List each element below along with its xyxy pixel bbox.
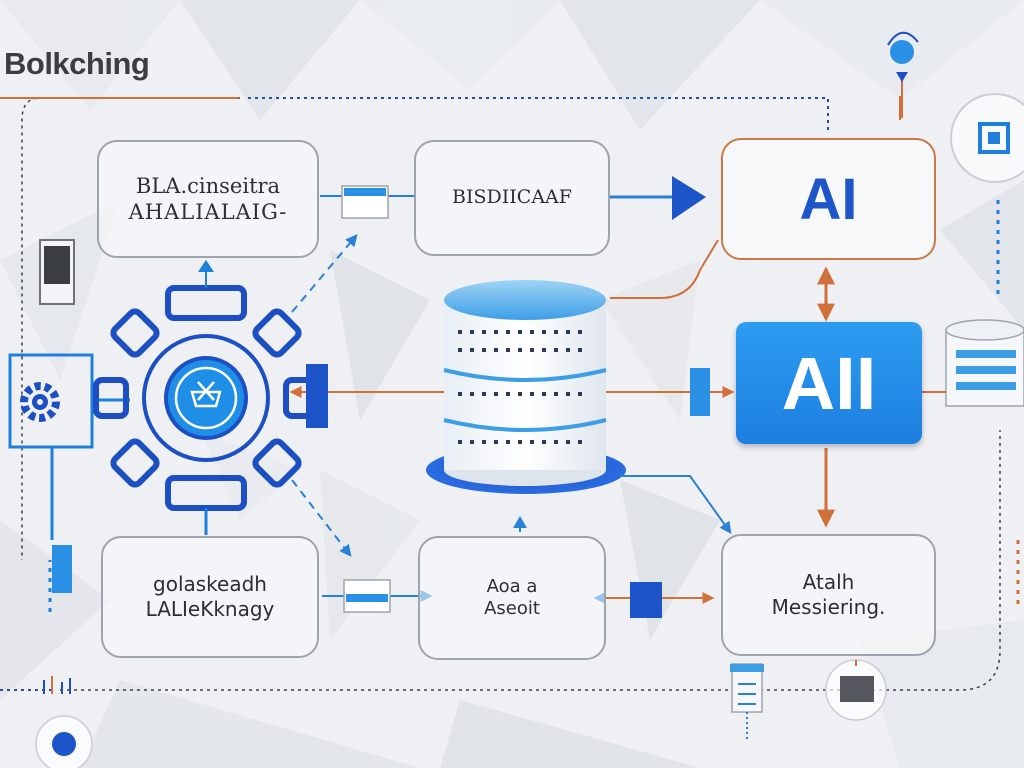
small-database-icon bbox=[945, 319, 1024, 407]
database-icon bbox=[426, 280, 626, 494]
integration-hub-icon bbox=[93, 285, 319, 511]
chart-mini-icon bbox=[43, 676, 71, 694]
pin-icon-top bbox=[887, 31, 919, 118]
box-top-middle-line1: BISDIICAAF bbox=[452, 186, 572, 209]
monitor-icon bbox=[825, 659, 887, 721]
box-top-left-line1: BLA.cinseitra bbox=[135, 173, 281, 198]
ai-box-main-label: AII bbox=[781, 341, 877, 425]
box-top-middle: BISDIICAAF bbox=[414, 140, 610, 256]
connectors bbox=[289, 96, 946, 618]
box-bottom-left-line1: golaskeadh bbox=[153, 572, 267, 596]
box-bottom-middle-line1: Aoa a bbox=[486, 575, 538, 597]
box-bottom-middle: Aoa a Aseoit bbox=[418, 536, 606, 660]
ai-box-main: AII bbox=[736, 322, 922, 444]
box-bottom-middle-line2: Aseoit bbox=[484, 598, 540, 619]
square-target-icon bbox=[950, 93, 1024, 183]
left-bar-icon bbox=[52, 545, 72, 593]
box-bottom-left: golaskeadh LALIeKknagy bbox=[101, 536, 319, 658]
gear-icon bbox=[20, 382, 60, 422]
status-dot-icon bbox=[35, 715, 93, 768]
document-stack-icon bbox=[730, 663, 764, 740]
hub-up-arrowhead bbox=[198, 260, 214, 272]
diagram-title: Bolkching bbox=[4, 46, 150, 81]
ai-box-top: AI bbox=[721, 138, 936, 260]
box-bottom-right-line2: Messiering. bbox=[771, 595, 886, 619]
box-bottom-right-line1: Atalh bbox=[802, 570, 855, 594]
box-bottom-left-line2: LALIeKknagy bbox=[145, 597, 275, 621]
box-bottom-right: Atalh Messiering. bbox=[721, 534, 936, 656]
dotted-frame bbox=[0, 97, 1020, 691]
box-top-left-line2: AHALIALAIG- bbox=[128, 200, 288, 224]
ai-box-top-label: AI bbox=[799, 166, 858, 232]
device-icon bbox=[39, 239, 75, 305]
box-top-left: BLA.cinseitra AHALIALAIG- bbox=[97, 140, 319, 258]
